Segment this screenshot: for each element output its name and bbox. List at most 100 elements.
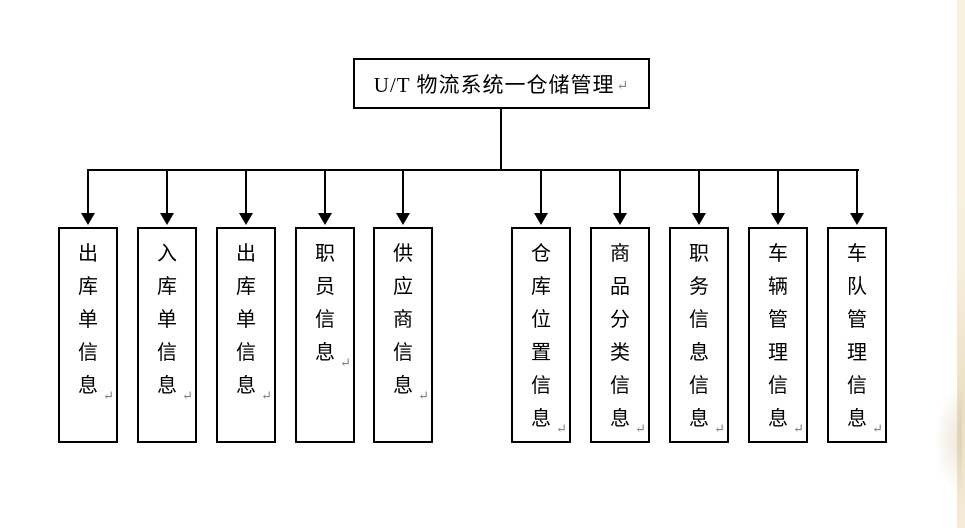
connector-drop-line bbox=[856, 169, 858, 215]
child-node-char: 信 bbox=[689, 309, 709, 331]
child-node: 供应商信息↵ bbox=[373, 227, 433, 443]
connector-stem bbox=[500, 107, 502, 170]
child-node: 入库单信息↵ bbox=[137, 227, 197, 443]
paragraph-return-icon: ↵ bbox=[261, 388, 272, 403]
paragraph-return-icon: ↵ bbox=[872, 421, 883, 436]
child-node: 车队管理信息↵ bbox=[827, 227, 887, 443]
child-node-char: 息↵ bbox=[531, 408, 567, 436]
connector-drop-line bbox=[324, 169, 326, 215]
child-node-char: 置 bbox=[531, 342, 551, 364]
child-node-char: 单 bbox=[157, 309, 177, 331]
child-node-char: 息↵ bbox=[78, 375, 114, 403]
connector-drop-line bbox=[540, 169, 542, 215]
child-node-char: 息↵ bbox=[768, 408, 804, 436]
child-node-char: 信 bbox=[236, 342, 256, 364]
child-node-char: 商 bbox=[393, 309, 413, 331]
child-node-char: 信 bbox=[157, 342, 177, 364]
arrowhead-down-icon bbox=[239, 213, 253, 225]
child-node-char: 信 bbox=[768, 375, 788, 397]
child-node-char: 位 bbox=[531, 309, 551, 331]
child-node-char: 信 bbox=[393, 342, 413, 364]
arrowhead-down-icon bbox=[850, 213, 864, 225]
child-node-char: 单 bbox=[78, 309, 98, 331]
child-node-char: 信 bbox=[531, 375, 551, 397]
child-node-char: 息↵ bbox=[689, 408, 725, 436]
child-node: 出库单信息↵ bbox=[216, 227, 276, 443]
child-node-char: 息↵ bbox=[236, 375, 272, 403]
child-node-char: 车 bbox=[847, 243, 867, 265]
page-curl-shading bbox=[934, 385, 962, 495]
child-node-char: 出 bbox=[236, 243, 256, 265]
connector-horizontal-bar bbox=[87, 169, 859, 171]
child-node-char: 理 bbox=[768, 342, 788, 364]
root-node-label: U/T 物流系统一仓储管理 bbox=[373, 72, 615, 97]
connector-drop-line bbox=[166, 169, 168, 215]
child-node-char: 入 bbox=[157, 243, 177, 265]
child-node-char: 车 bbox=[768, 243, 788, 265]
connector-drop-line bbox=[402, 169, 404, 215]
child-node: 商品分类信息↵ bbox=[590, 227, 650, 443]
child-node-char: 息 bbox=[689, 342, 709, 364]
child-node: 车辆管理信息↵ bbox=[748, 227, 808, 443]
child-node-char: 息↵ bbox=[393, 375, 429, 403]
child-node-char: 出 bbox=[78, 243, 98, 265]
child-node-char: 品 bbox=[610, 276, 630, 298]
child-node-char: 供 bbox=[393, 243, 413, 265]
child-node-char: 信 bbox=[847, 375, 867, 397]
arrowhead-down-icon bbox=[771, 213, 785, 225]
paragraph-return-icon: ↵ bbox=[635, 421, 646, 436]
child-node-char: 队 bbox=[847, 276, 867, 298]
child-node-char: 息↵ bbox=[610, 408, 646, 436]
paragraph-return-icon: ↵ bbox=[556, 421, 567, 436]
arrowhead-down-icon bbox=[534, 213, 548, 225]
connector-drop-line bbox=[245, 169, 247, 215]
paragraph-return-icon: ↵ bbox=[340, 355, 351, 370]
child-node: 仓库位置信息↵ bbox=[511, 227, 571, 443]
paragraph-return-icon: ↵ bbox=[714, 421, 725, 436]
child-node: 职员信息↵ bbox=[295, 227, 355, 443]
page-edge-strip bbox=[957, 0, 965, 528]
child-node-char: 库 bbox=[78, 276, 98, 298]
connector-drop-line bbox=[777, 169, 779, 215]
child-node: 职务信息信息↵ bbox=[669, 227, 729, 443]
child-node-char: 信 bbox=[689, 375, 709, 397]
child-node-char: 仓 bbox=[531, 243, 551, 265]
child-node-char: 库 bbox=[531, 276, 551, 298]
connector-drop-line bbox=[619, 169, 621, 215]
child-node-char: 分 bbox=[610, 309, 630, 331]
paragraph-return-icon: ↵ bbox=[418, 388, 429, 403]
arrowhead-down-icon bbox=[318, 213, 332, 225]
child-node-char: 应 bbox=[393, 276, 413, 298]
paragraph-return-icon: ↵ bbox=[103, 388, 114, 403]
child-node-char: 信 bbox=[315, 309, 335, 331]
paragraph-return-icon: ↵ bbox=[616, 79, 630, 94]
child-node-char: 职 bbox=[315, 243, 335, 265]
child-node-char: 员 bbox=[315, 276, 335, 298]
connector-drop-line bbox=[698, 169, 700, 215]
child-node-char: 库 bbox=[157, 276, 177, 298]
child-node-char: 信 bbox=[78, 342, 98, 364]
arrowhead-down-icon bbox=[692, 213, 706, 225]
child-node-char: 单 bbox=[236, 309, 256, 331]
child-node-char: 商 bbox=[610, 243, 630, 265]
child-node: 出库单信息↵ bbox=[58, 227, 118, 443]
root-node: U/T 物流系统一仓储管理↵ bbox=[353, 58, 650, 109]
child-node-char: 息↵ bbox=[847, 408, 883, 436]
child-node-char: 管 bbox=[768, 309, 788, 331]
child-node-char: 息↵ bbox=[157, 375, 193, 403]
child-node-char: 库 bbox=[236, 276, 256, 298]
child-node-char: 辆 bbox=[768, 276, 788, 298]
connector-drop-line bbox=[87, 169, 89, 215]
child-node-char: 息↵ bbox=[315, 342, 351, 370]
paragraph-return-icon: ↵ bbox=[182, 388, 193, 403]
child-node-char: 类 bbox=[610, 342, 630, 364]
child-node-char: 理 bbox=[847, 342, 867, 364]
child-node-char: 信 bbox=[610, 375, 630, 397]
arrowhead-down-icon bbox=[160, 213, 174, 225]
child-node-char: 职 bbox=[689, 243, 709, 265]
child-node-char: 管 bbox=[847, 309, 867, 331]
child-node-char: 务 bbox=[689, 276, 709, 298]
arrowhead-down-icon bbox=[396, 213, 410, 225]
arrowhead-down-icon bbox=[613, 213, 627, 225]
